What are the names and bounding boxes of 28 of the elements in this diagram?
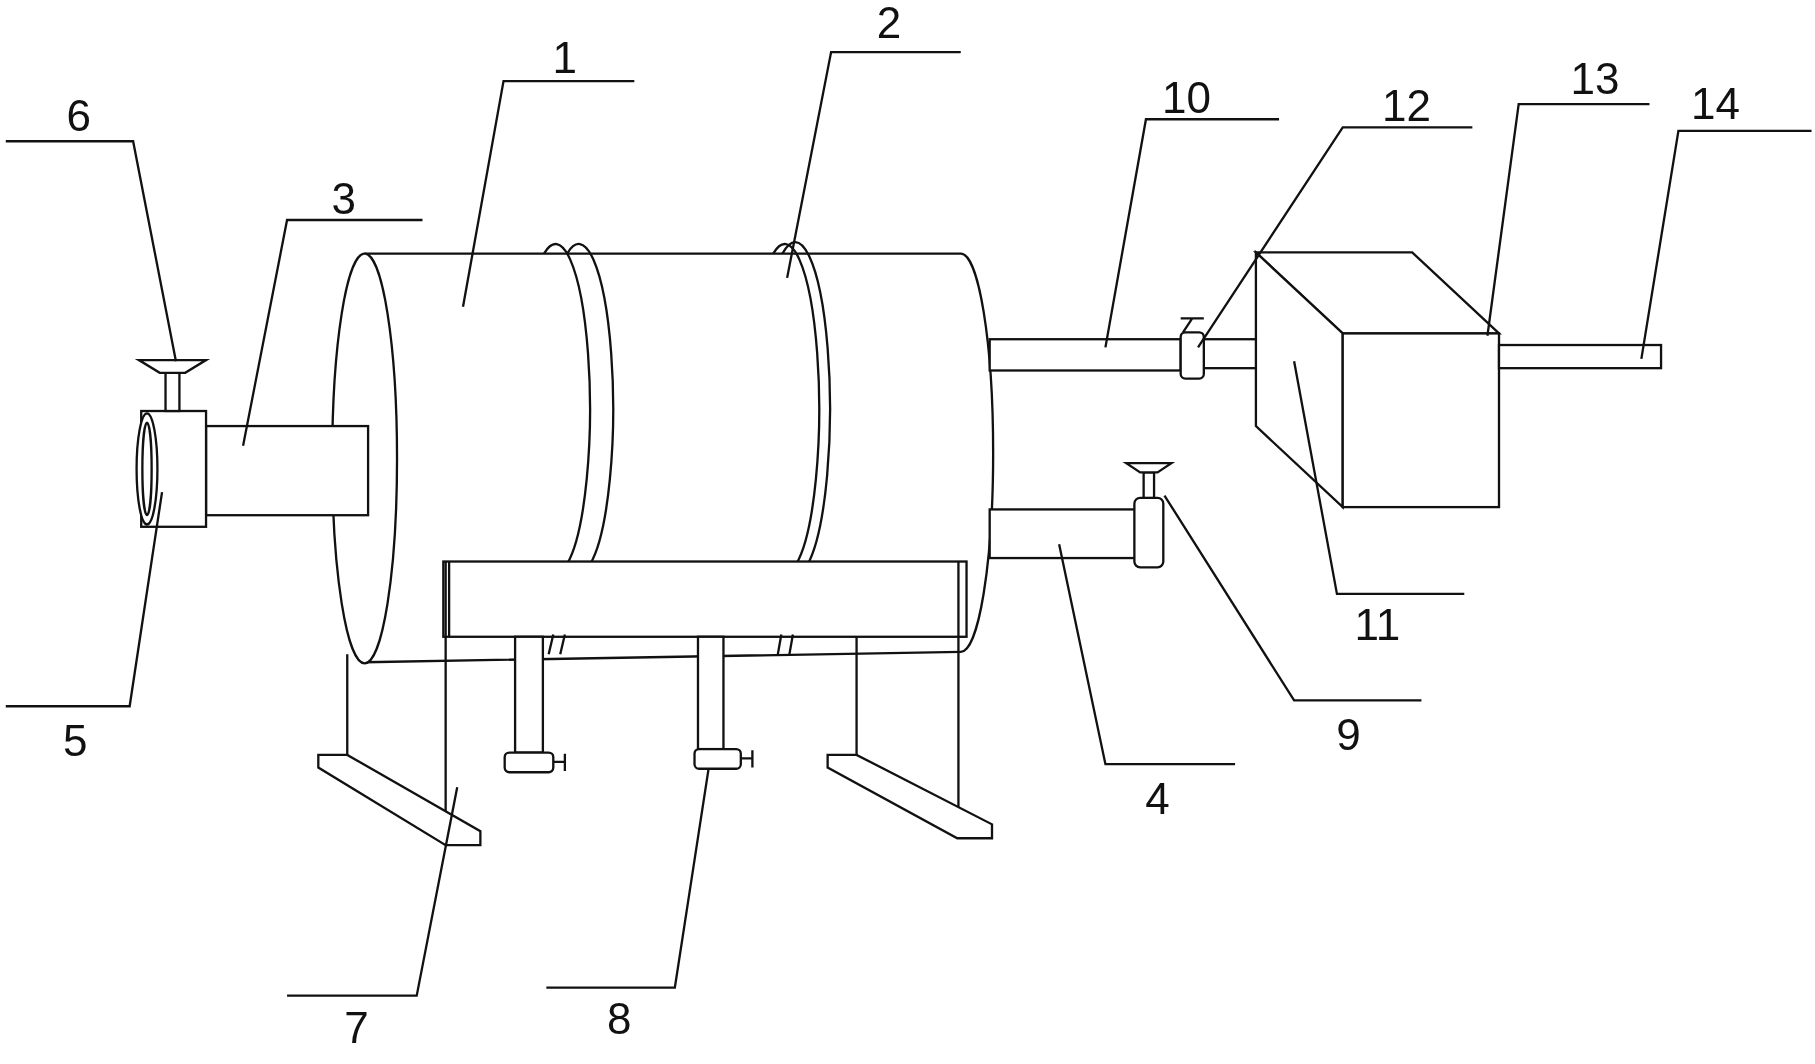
leader-line bbox=[1058, 543, 1236, 766]
leader-line bbox=[5, 491, 164, 708]
callout-number: 6 bbox=[66, 93, 91, 138]
callout-number: 1 bbox=[552, 35, 578, 80]
leader-line bbox=[1104, 118, 1280, 348]
callout-number: 4 bbox=[1145, 776, 1170, 821]
callout-number: 12 bbox=[1381, 84, 1431, 129]
leader-line bbox=[1163, 494, 1422, 702]
leader-line bbox=[1197, 126, 1473, 348]
callout-number: 2 bbox=[876, 1, 902, 46]
callout-number: 9 bbox=[1336, 713, 1361, 757]
leader-line bbox=[241, 218, 423, 446]
leader-line bbox=[5, 140, 178, 362]
callout-number: 10 bbox=[1162, 76, 1211, 121]
leader-line bbox=[546, 769, 710, 989]
callout-number: 8 bbox=[607, 996, 632, 1041]
callout-number: 3 bbox=[331, 177, 356, 222]
leader-line bbox=[1292, 361, 1465, 596]
callout-number: 7 bbox=[344, 1005, 369, 1050]
callout-number: 11 bbox=[1354, 603, 1401, 648]
callout-number: 14 bbox=[1690, 82, 1740, 127]
callout-number: 5 bbox=[63, 718, 88, 763]
leader-line bbox=[461, 79, 635, 307]
leader-line bbox=[1640, 129, 1812, 360]
leader-line bbox=[786, 50, 961, 279]
leader-line bbox=[1486, 103, 1650, 336]
callout-number: 13 bbox=[1570, 56, 1620, 101]
leader-line bbox=[287, 787, 459, 997]
